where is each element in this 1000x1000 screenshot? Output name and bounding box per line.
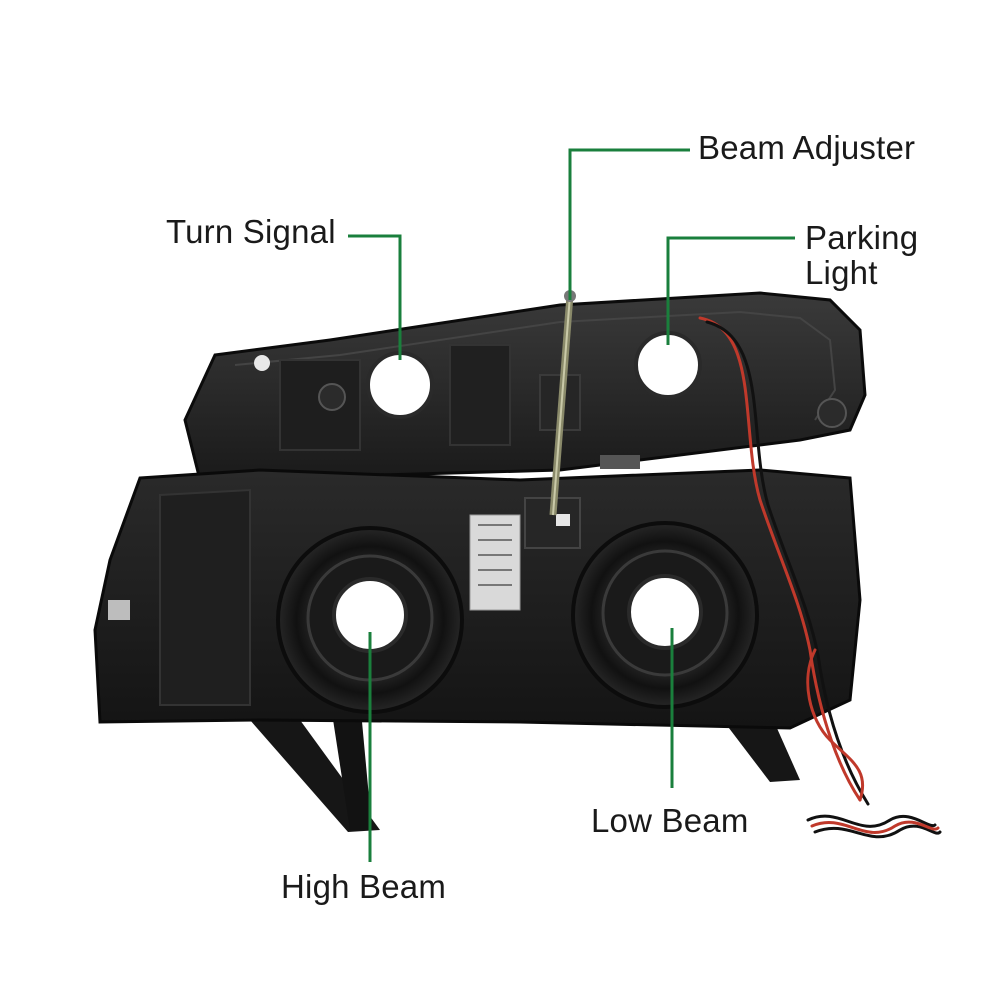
turn-signal-label: Turn Signal [166, 213, 336, 250]
wiring-harness [698, 316, 942, 839]
parking-light-label-line1: Parking [805, 219, 919, 256]
parking-light-leader [666, 236, 795, 345]
high-beam-socket [276, 526, 464, 714]
parking-light-label-line2: Light [805, 254, 878, 291]
low-beam-label: Low Beam [591, 802, 749, 839]
upper-housing [183, 291, 867, 482]
high-beam-label: High Beam [281, 868, 447, 905]
turn-signal-socket [366, 351, 434, 419]
beam-adjuster-leader [568, 148, 690, 300]
beam-adjuster-label: Beam Adjuster [698, 129, 916, 166]
leader-lines [348, 148, 795, 862]
turn-signal-leader [348, 234, 402, 360]
low-beam-socket [571, 521, 759, 709]
